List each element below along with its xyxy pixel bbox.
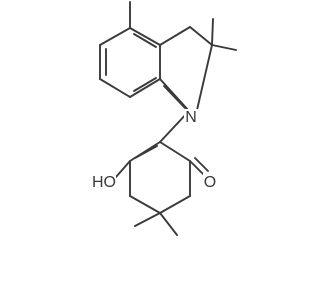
gem-dimethyl-bond xyxy=(134,212,161,227)
molecule-structure-diagram: HO O N xyxy=(92,1,237,236)
atom-label-o-group: O xyxy=(203,173,217,191)
atom-label-ketone-oxygen: O xyxy=(204,174,216,191)
atom-label-n-group: N xyxy=(184,109,198,127)
aromatic-bond xyxy=(129,78,161,98)
label-background xyxy=(203,173,217,191)
gem-dimethyl-bond xyxy=(211,18,214,46)
ring-bond xyxy=(115,160,131,178)
ring-bond xyxy=(189,26,213,46)
aromatic-bond xyxy=(99,27,131,46)
ring-bond xyxy=(159,141,191,162)
bond-layer xyxy=(99,1,237,236)
ring-bond xyxy=(159,78,190,112)
gem-dimethyl-bond xyxy=(211,44,237,51)
aromatic-double-bond xyxy=(133,77,157,92)
aromatic-bond xyxy=(99,78,131,98)
carbonyl-double-bond xyxy=(189,160,205,176)
ring-bond xyxy=(159,195,191,214)
gem-dimethyl-bond xyxy=(159,212,178,236)
ring-bond xyxy=(159,26,191,46)
imine-double-bond xyxy=(163,85,186,109)
ring-bond xyxy=(129,195,161,214)
atom-label-imine-nitrogen: N xyxy=(185,109,197,126)
label-background xyxy=(184,109,198,127)
aromatic-bond xyxy=(129,27,161,46)
atom-label-hydroxyl: HO xyxy=(92,174,116,191)
ring-bond xyxy=(196,44,213,111)
enol-double-bond xyxy=(134,145,158,159)
label-background xyxy=(92,173,116,191)
atom-label-ho-group: HO xyxy=(92,173,116,191)
carbonyl-double-bond xyxy=(194,157,209,172)
aromatic-double-bond xyxy=(133,33,157,48)
